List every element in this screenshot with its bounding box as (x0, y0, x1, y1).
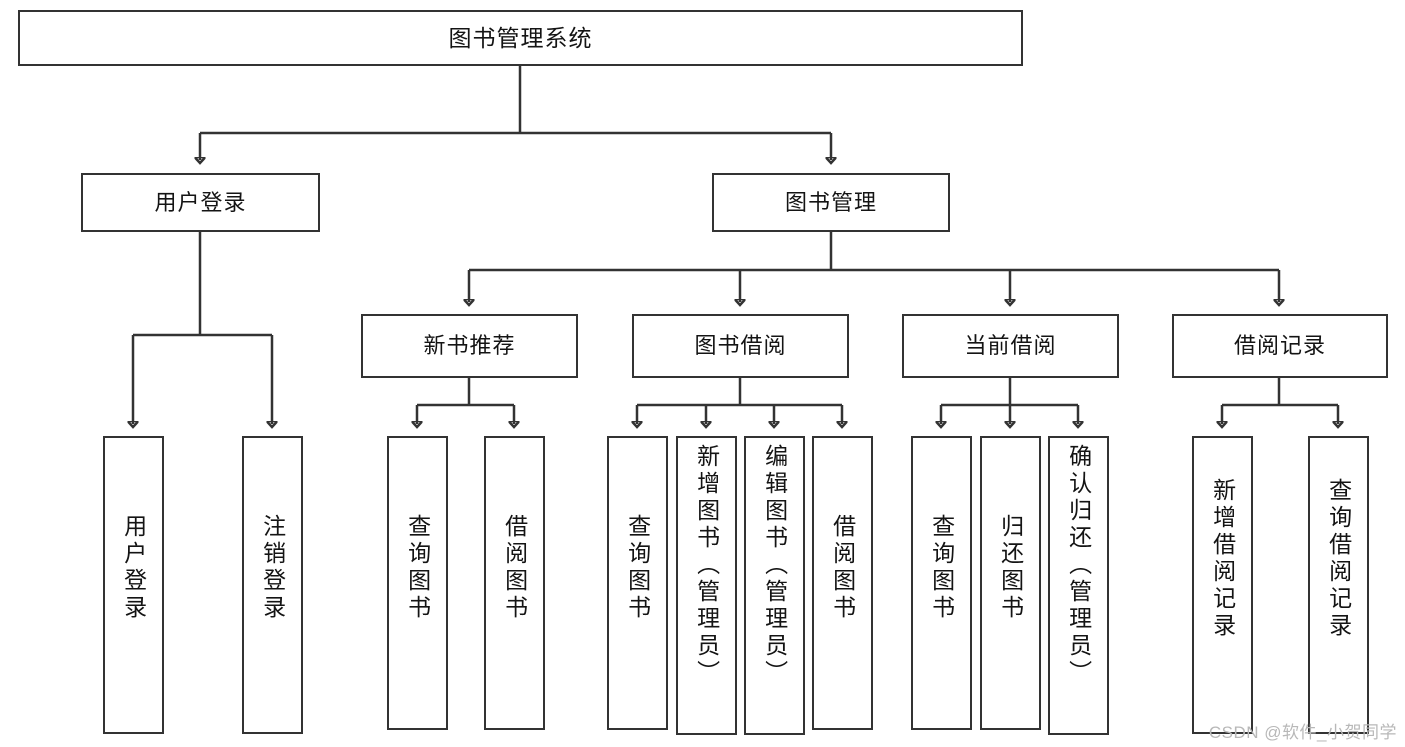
leaf-user-login[interactable]: 用户登录 (103, 436, 164, 734)
leaf-add-book-admin[interactable]: 新增图书（管理员） (676, 436, 737, 735)
node-book-manage[interactable]: 图书管理 (712, 173, 950, 232)
node-label: 新书推荐 (423, 333, 516, 359)
node-current-borrow[interactable]: 当前借阅 (902, 314, 1119, 378)
leaf-borrow-book-2[interactable]: 借阅图书 (812, 436, 873, 730)
node-new-book-rec[interactable]: 新书推荐 (361, 314, 578, 378)
node-label: 图书管理系统 (448, 24, 593, 51)
leaf-query-book-2[interactable]: 查询图书 (607, 436, 668, 730)
leaf-return-book[interactable]: 归还图书 (980, 436, 1041, 730)
node-label: 查询借阅记录 (1325, 478, 1352, 640)
node-label: 查询图书 (928, 514, 955, 622)
node-borrow-record[interactable]: 借阅记录 (1172, 314, 1388, 378)
node-label: 确认归还（管理员） (1065, 444, 1092, 687)
leaf-add-borrow-record[interactable]: 新增借阅记录 (1192, 436, 1253, 734)
node-label: 图书管理 (784, 189, 877, 215)
node-label: 编辑图书（管理员） (761, 444, 788, 687)
leaf-query-book-1[interactable]: 查询图书 (387, 436, 448, 730)
node-label: 查询图书 (404, 514, 431, 622)
node-label: 当前借阅 (964, 333, 1057, 359)
node-label: 借阅记录 (1233, 333, 1326, 359)
node-label: 查询图书 (624, 514, 651, 622)
leaf-edit-book-admin[interactable]: 编辑图书（管理员） (744, 436, 805, 735)
node-label: 用户登录 (120, 514, 147, 622)
node-book-borrow[interactable]: 图书借阅 (632, 314, 849, 378)
csdn-watermark: CSDN @软件_小贺同学 (1208, 723, 1397, 742)
node-user-login[interactable]: 用户登录 (81, 173, 320, 232)
node-label: 借阅图书 (829, 514, 856, 622)
leaf-query-borrow-record[interactable]: 查询借阅记录 (1308, 436, 1369, 734)
leaf-query-book-3[interactable]: 查询图书 (911, 436, 972, 730)
node-label: 图书借阅 (694, 333, 787, 359)
node-label: 归还图书 (997, 514, 1024, 622)
leaf-borrow-book-1[interactable]: 借阅图书 (484, 436, 545, 730)
node-label: 借阅图书 (501, 514, 528, 622)
leaf-confirm-return-admin[interactable]: 确认归还（管理员） (1048, 436, 1109, 735)
node-label: 新增借阅记录 (1209, 478, 1236, 640)
node-root-system[interactable]: 图书管理系统 (18, 10, 1023, 66)
node-label: 新增图书（管理员） (693, 444, 720, 687)
node-label: 注销登录 (259, 514, 286, 622)
node-label: 用户登录 (154, 189, 247, 215)
leaf-logout-login[interactable]: 注销登录 (242, 436, 303, 734)
